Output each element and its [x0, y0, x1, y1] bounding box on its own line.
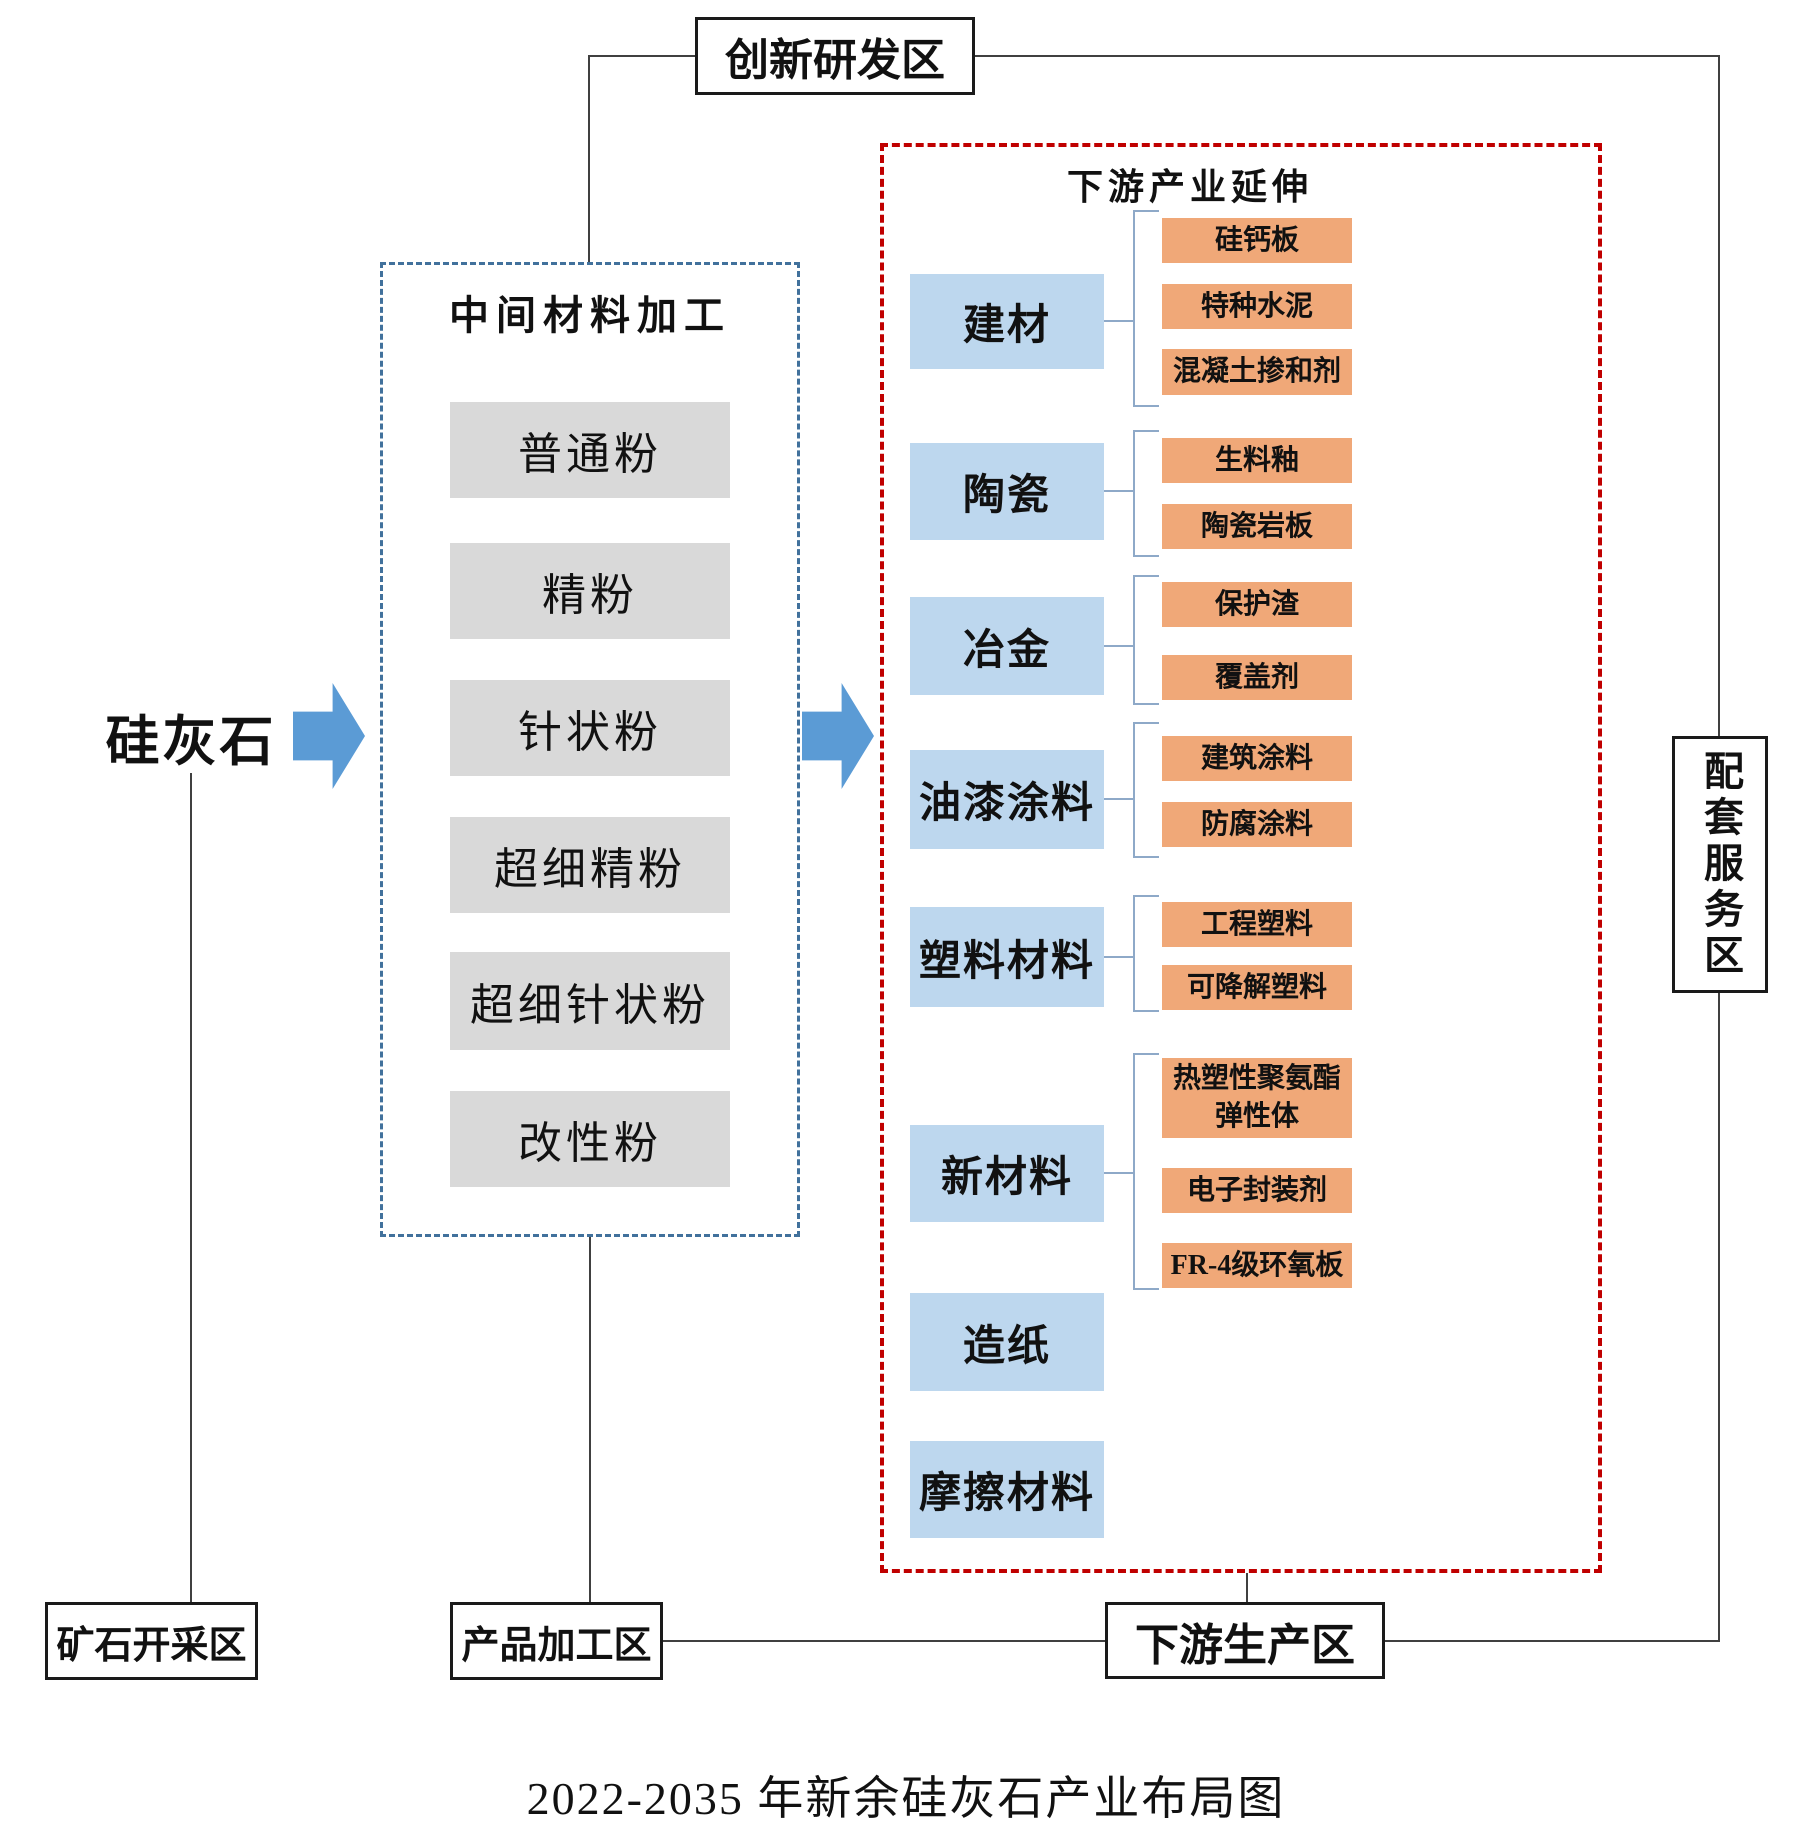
- right-arrow-icon: [802, 683, 874, 789]
- bracket-connector: [1104, 798, 1134, 800]
- connector-line: [588, 55, 590, 262]
- connector-line: [589, 1237, 591, 1603]
- connector-line: [1385, 1640, 1720, 1642]
- mining-zone-box: 矿石开采区: [45, 1602, 258, 1680]
- innovation-zone-box: 创新研发区: [695, 17, 975, 95]
- category-box: 油漆涂料: [910, 750, 1104, 849]
- category-box: 塑料材料: [910, 907, 1104, 1007]
- product-box: 硅钙板: [1162, 218, 1352, 263]
- product-box: 覆盖剂: [1162, 655, 1352, 700]
- support-service-zone-box: 配套服务区: [1672, 736, 1768, 993]
- intermediate-item: 普通粉: [450, 402, 730, 498]
- bracket-connector: [1104, 956, 1134, 958]
- product-box: 特种水泥: [1162, 284, 1352, 329]
- bracket-line: [1133, 430, 1135, 557]
- intermediate-item: 超细精粉: [450, 817, 730, 913]
- support-service-zone-label: 配套服务区: [1698, 749, 1743, 980]
- bracket-arm: [1133, 722, 1159, 724]
- bracket-line: [1133, 1053, 1135, 1290]
- category-box: 陶瓷: [910, 443, 1104, 540]
- bracket-arm: [1133, 1288, 1159, 1290]
- category-box: 新材料: [910, 1125, 1104, 1222]
- intermediate-item: 改性粉: [450, 1091, 730, 1187]
- product-box: 工程塑料: [1162, 902, 1352, 947]
- bracket-line: [1133, 722, 1135, 858]
- product-box: FR-4级环氧板: [1162, 1243, 1352, 1288]
- bracket-arm: [1133, 856, 1159, 858]
- product-box: 陶瓷岩板: [1162, 504, 1352, 549]
- bracket-connector: [1104, 645, 1134, 647]
- intermediate-item: 超细针状粉: [450, 952, 730, 1050]
- product-box: 可降解塑料: [1162, 965, 1352, 1010]
- bracket-arm: [1133, 703, 1159, 705]
- bracket-arm: [1133, 405, 1159, 407]
- product-box: 电子封装剂: [1162, 1168, 1352, 1213]
- bracket-arm: [1133, 1053, 1159, 1055]
- bracket-line: [1133, 210, 1135, 407]
- bracket-arm: [1133, 555, 1159, 557]
- category-box: 造纸: [910, 1293, 1104, 1391]
- product-box: 生料釉: [1162, 438, 1352, 483]
- downstream-production-zone-box: 下游生产区: [1105, 1602, 1385, 1679]
- bracket-line: [1133, 895, 1135, 1012]
- connector-line: [1718, 993, 1720, 1642]
- product-box: 防腐涂料: [1162, 802, 1352, 847]
- bracket-connector: [1104, 490, 1134, 492]
- product-box: 保护渣: [1162, 582, 1352, 627]
- intermediate-item: 精粉: [450, 543, 730, 639]
- downstream-extension-title: 下游产业延伸: [1066, 167, 1313, 207]
- innovation-zone-label: 创新研发区: [725, 36, 945, 85]
- connector-line: [1718, 55, 1720, 736]
- product-processing-zone-box: 产品加工区: [450, 1602, 663, 1680]
- bracket-arm: [1133, 430, 1159, 432]
- intermediate-processing-container: [380, 262, 800, 1237]
- intermediate-processing-title: 中间材料加工: [449, 293, 731, 338]
- bracket-arm: [1133, 210, 1159, 212]
- downstream-production-zone-label: 下游生产区: [1135, 1620, 1355, 1670]
- source-material-label: 硅灰石: [105, 711, 277, 772]
- connector-line: [663, 1640, 1105, 1642]
- mining-zone-label: 矿石开采区: [56, 1624, 247, 1667]
- connector-line: [588, 55, 698, 57]
- category-box: 建材: [910, 274, 1104, 369]
- category-box: 冶金: [910, 597, 1104, 695]
- bracket-arm: [1133, 1010, 1159, 1012]
- bracket-connector: [1104, 1172, 1134, 1174]
- product-box: 混凝土掺和剂: [1162, 349, 1352, 395]
- bracket-arm: [1133, 895, 1159, 897]
- bracket-arm: [1133, 575, 1159, 577]
- downstream-extension-container: [880, 143, 1602, 1573]
- bracket-line: [1133, 575, 1135, 705]
- product-box: 热塑性聚氨酯弹性体: [1162, 1058, 1352, 1138]
- page-title: 2022-2035 年新余硅灰石产业布局图: [526, 1773, 1286, 1824]
- connector-line: [1246, 1573, 1248, 1603]
- bracket-connector: [1104, 320, 1134, 322]
- product-processing-zone-label: 产品加工区: [461, 1624, 652, 1667]
- right-arrow-icon: [293, 683, 365, 789]
- connector-line: [190, 773, 192, 1602]
- connector-line: [973, 55, 1720, 57]
- product-box: 建筑涂料: [1162, 736, 1352, 781]
- intermediate-item: 针状粉: [450, 680, 730, 776]
- category-box: 摩擦材料: [910, 1441, 1104, 1538]
